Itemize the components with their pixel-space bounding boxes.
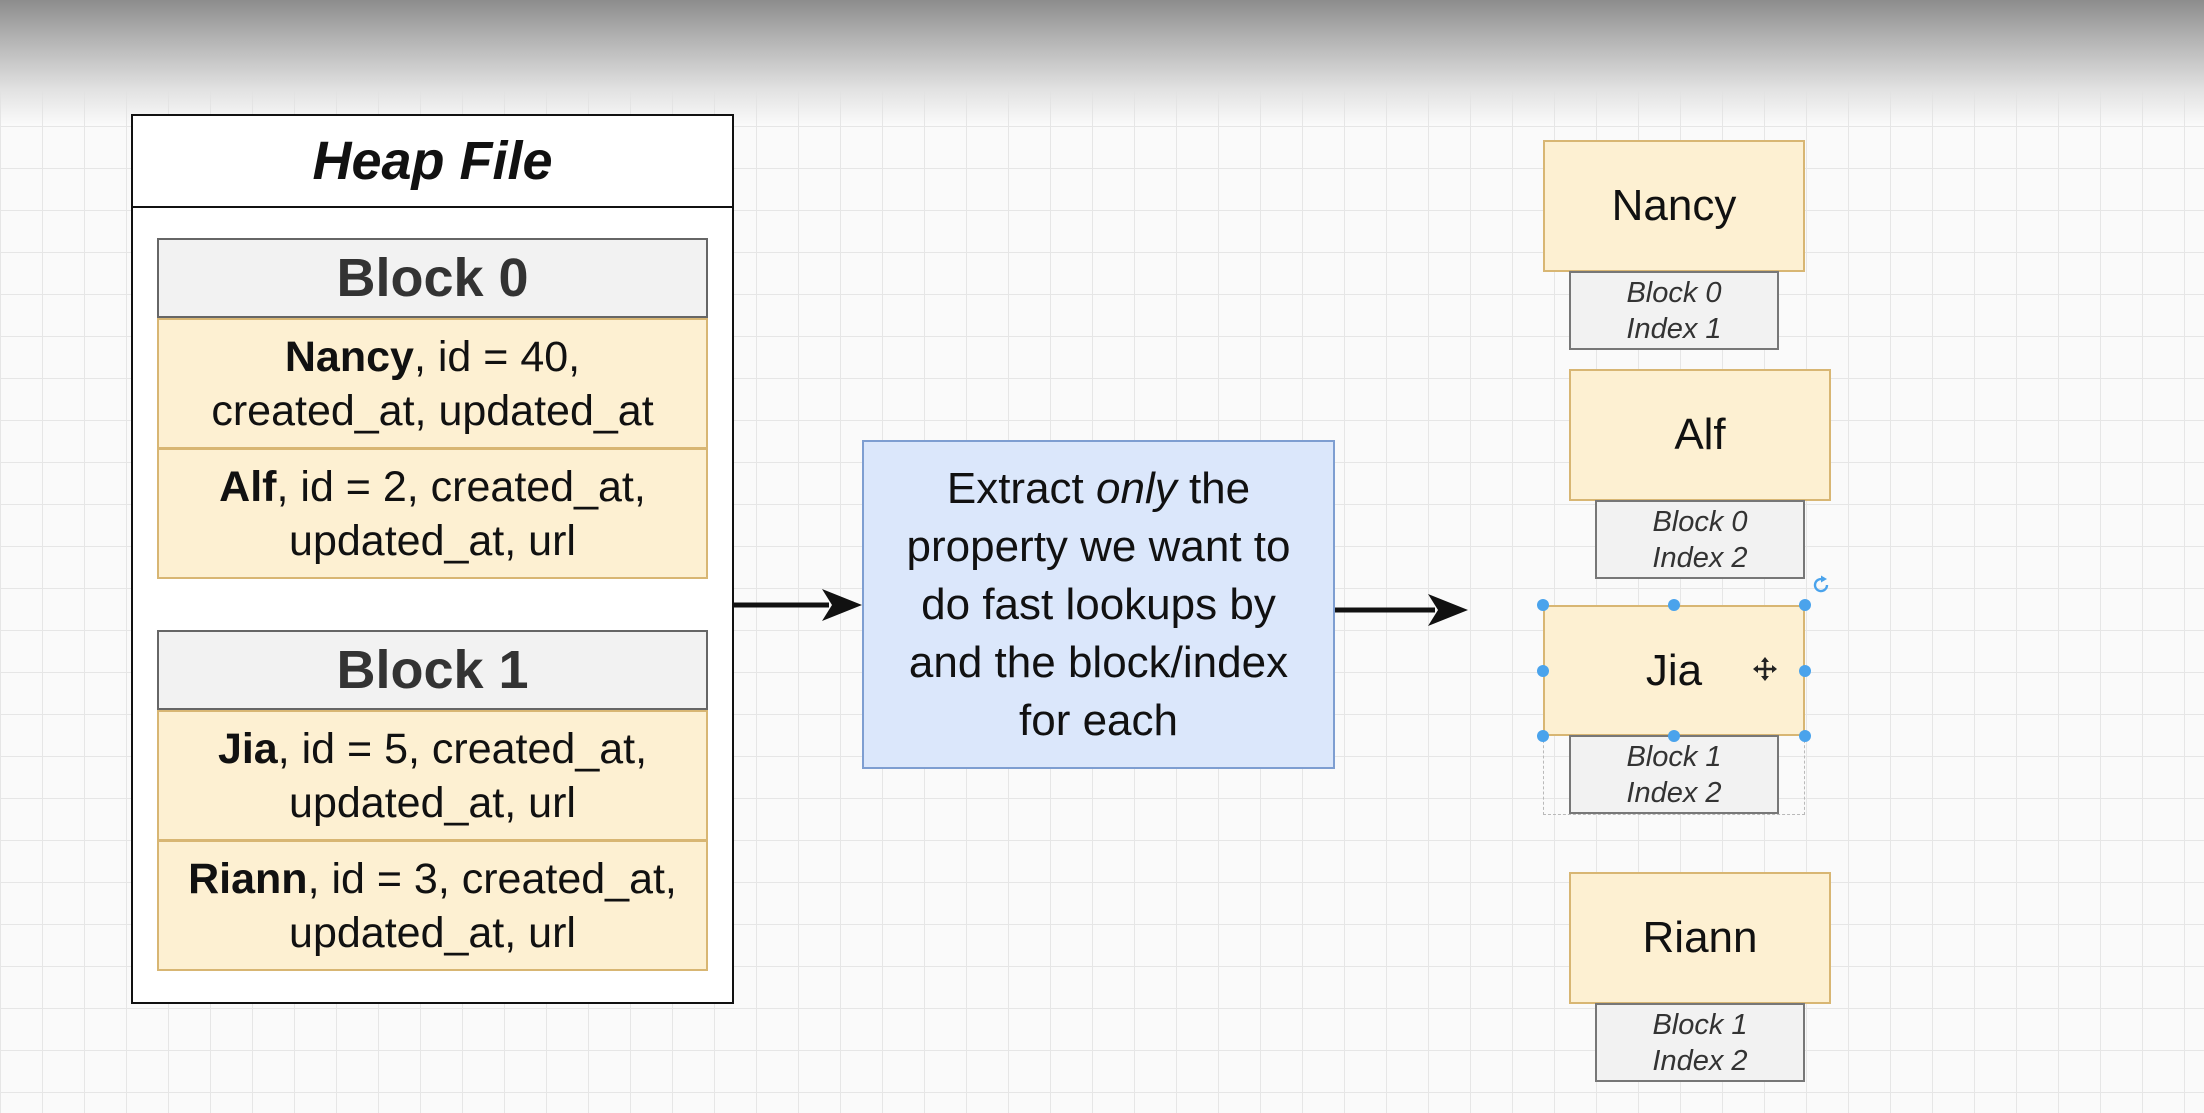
record-fields: , id = 3, created_at, [307, 854, 677, 903]
heap-file-title: Heap File [131, 114, 734, 208]
process-emphasis: only [1096, 463, 1177, 513]
record-fields: updated_at, url [289, 778, 576, 827]
index-entry-riann[interactable]: Riann [1569, 872, 1831, 1004]
resize-handle[interactable] [1799, 599, 1811, 611]
location-ref-jia[interactable]: Block 1 Index 2 [1569, 735, 1779, 814]
record-name: Jia [217, 724, 278, 773]
move-cursor-icon [1753, 657, 1777, 681]
process-text: do fast lookups by [921, 579, 1276, 629]
resize-handle[interactable] [1799, 730, 1811, 742]
index-entry-nancy[interactable]: Nancy [1543, 140, 1805, 272]
record-fields: updated_at, url [289, 516, 576, 565]
process-text: property we want to [906, 521, 1291, 571]
ref-block: Block 0 [1626, 276, 1722, 309]
location-ref-riann[interactable]: Block 1 Index 2 [1595, 1003, 1805, 1082]
record-name: Riann [188, 854, 308, 903]
arrow-right-icon[interactable] [1335, 590, 1470, 630]
ref-index: Index 2 [1652, 1044, 1748, 1077]
record-nancy[interactable]: Nancy, id = 40, created_at, updated_at [157, 318, 708, 449]
record-fields: updated_at, url [289, 908, 576, 957]
block-1-header[interactable]: Block 1 [157, 630, 708, 710]
location-ref-alf[interactable]: Block 0 Index 2 [1595, 500, 1805, 579]
record-jia[interactable]: Jia, id = 5, created_at, updated_at, url [157, 710, 708, 841]
ref-block: Block 0 [1652, 505, 1748, 538]
record-name: Alf [219, 462, 277, 511]
record-fields: , id = 40, [413, 332, 581, 381]
process-text: for each [1019, 695, 1178, 745]
ref-index: Index 2 [1652, 541, 1748, 574]
rotate-handle-icon[interactable] [1810, 574, 1832, 596]
record-fields: , id = 2, created_at, [276, 462, 646, 511]
selection-outline [1543, 735, 1805, 815]
record-name: Nancy [284, 332, 414, 381]
resize-handle[interactable] [1799, 665, 1811, 677]
arrow-right-icon[interactable] [734, 585, 864, 625]
resize-handle[interactable] [1668, 599, 1680, 611]
resize-handle[interactable] [1668, 730, 1680, 742]
record-alf[interactable]: Alf, id = 2, created_at, updated_at, url [157, 448, 708, 579]
record-fields: , id = 5, created_at, [277, 724, 648, 773]
record-fields: created_at, updated_at [211, 386, 654, 435]
block-0-header[interactable]: Block 0 [157, 238, 708, 318]
process-box[interactable]: Extract only the property we want to do … [862, 440, 1335, 769]
process-text: Extract [946, 463, 1097, 513]
ref-index: Index 2 [1626, 776, 1722, 809]
process-text: and the block/index [908, 637, 1289, 687]
process-text: the [1176, 463, 1251, 513]
index-entry-alf[interactable]: Alf [1569, 369, 1831, 501]
resize-handle[interactable] [1537, 730, 1549, 742]
record-riann[interactable]: Riann, id = 3, created_at, updated_at, ur… [157, 840, 708, 971]
ref-block: Block 1 [1652, 1008, 1748, 1041]
resize-handle[interactable] [1537, 665, 1549, 677]
ref-index: Index 1 [1626, 312, 1722, 345]
resize-handle[interactable] [1537, 599, 1549, 611]
ref-block: Block 1 [1626, 740, 1722, 773]
location-ref-nancy[interactable]: Block 0 Index 1 [1569, 271, 1779, 350]
